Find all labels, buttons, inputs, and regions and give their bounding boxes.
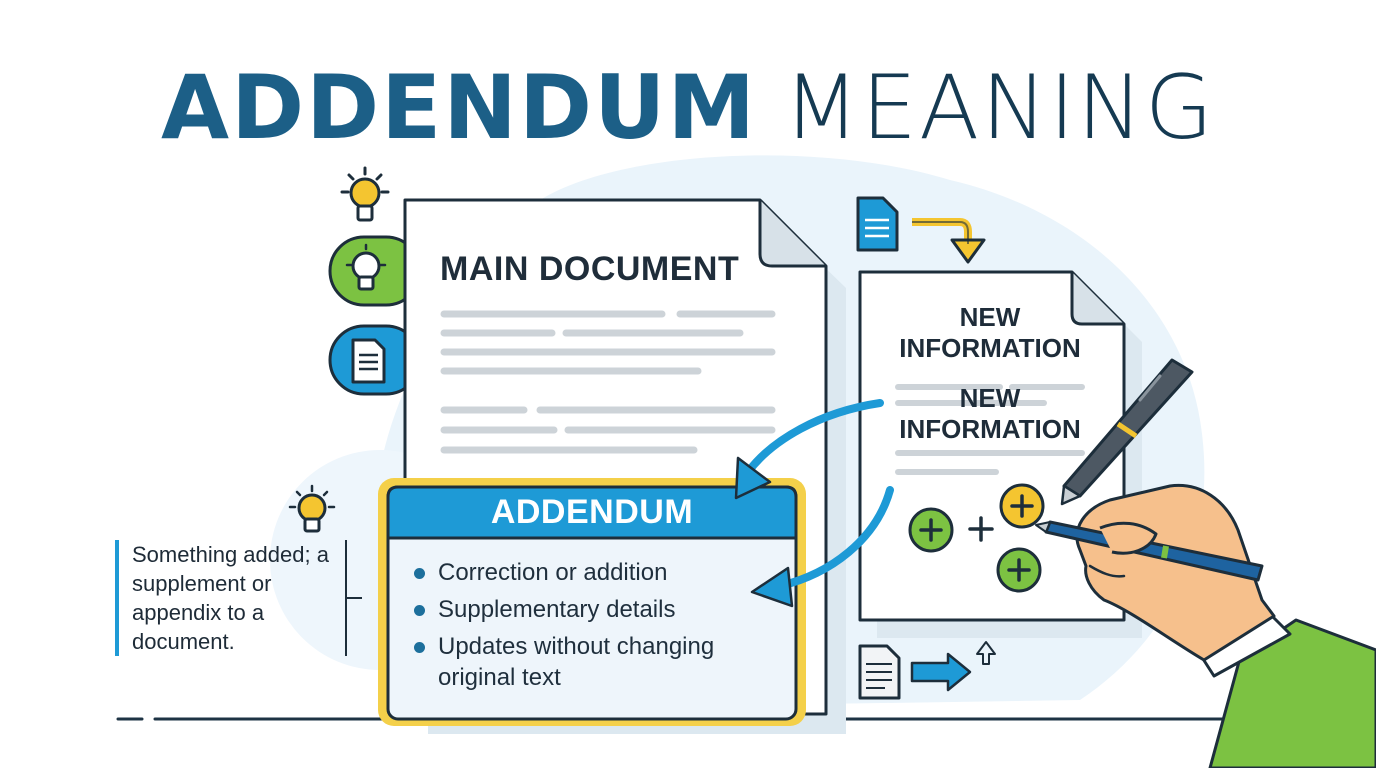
plus-icon — [996, 547, 1042, 593]
list-item: Correction or addition — [412, 557, 792, 588]
document-icon — [856, 196, 899, 252]
addendum-heading: ADDENDUM — [490, 493, 694, 531]
arrow-icon — [910, 652, 972, 692]
document-icon — [858, 644, 901, 700]
arrow-icon — [976, 641, 996, 665]
arrow-icon — [750, 486, 894, 608]
main-document-title: MAIN DOCUMENT — [440, 250, 740, 288]
new-information-label: NEW INFORMATION — [899, 383, 1081, 444]
title-bold: ADDENDUM — [160, 56, 758, 159]
definition-bracket — [115, 540, 362, 656]
plus-icon — [968, 516, 994, 542]
bullet-icon — [414, 568, 425, 579]
hand-icon — [1035, 483, 1376, 768]
plus-icon — [999, 483, 1045, 529]
arrow-icon — [912, 218, 986, 264]
addendum-box — [378, 478, 806, 726]
plus-icon — [908, 507, 954, 553]
definition-text: Something added; a supplement or appendi… — [132, 542, 329, 654]
page-title: ADDENDUM MEANING — [0, 58, 1376, 158]
arrow-icon — [734, 399, 884, 500]
lightbulb-icon — [340, 166, 390, 222]
list-item: Supplementary details — [412, 594, 792, 625]
lightbulb-icon — [288, 484, 336, 533]
pen-icon — [1060, 358, 1194, 506]
title-light: MEANING — [783, 56, 1216, 159]
list-item-text: Updates without changing original text — [438, 633, 715, 691]
addendum-list: Correction or addition Supplementary det… — [412, 557, 792, 699]
list-item-text: Correction or addition — [438, 559, 668, 586]
bullet-icon — [414, 605, 425, 616]
list-item: Updates without changing original text — [412, 631, 792, 693]
list-item-text: Supplementary details — [438, 596, 676, 623]
new-information-label: NEW INFORMATION — [899, 302, 1081, 363]
bullet-icon — [414, 642, 425, 653]
